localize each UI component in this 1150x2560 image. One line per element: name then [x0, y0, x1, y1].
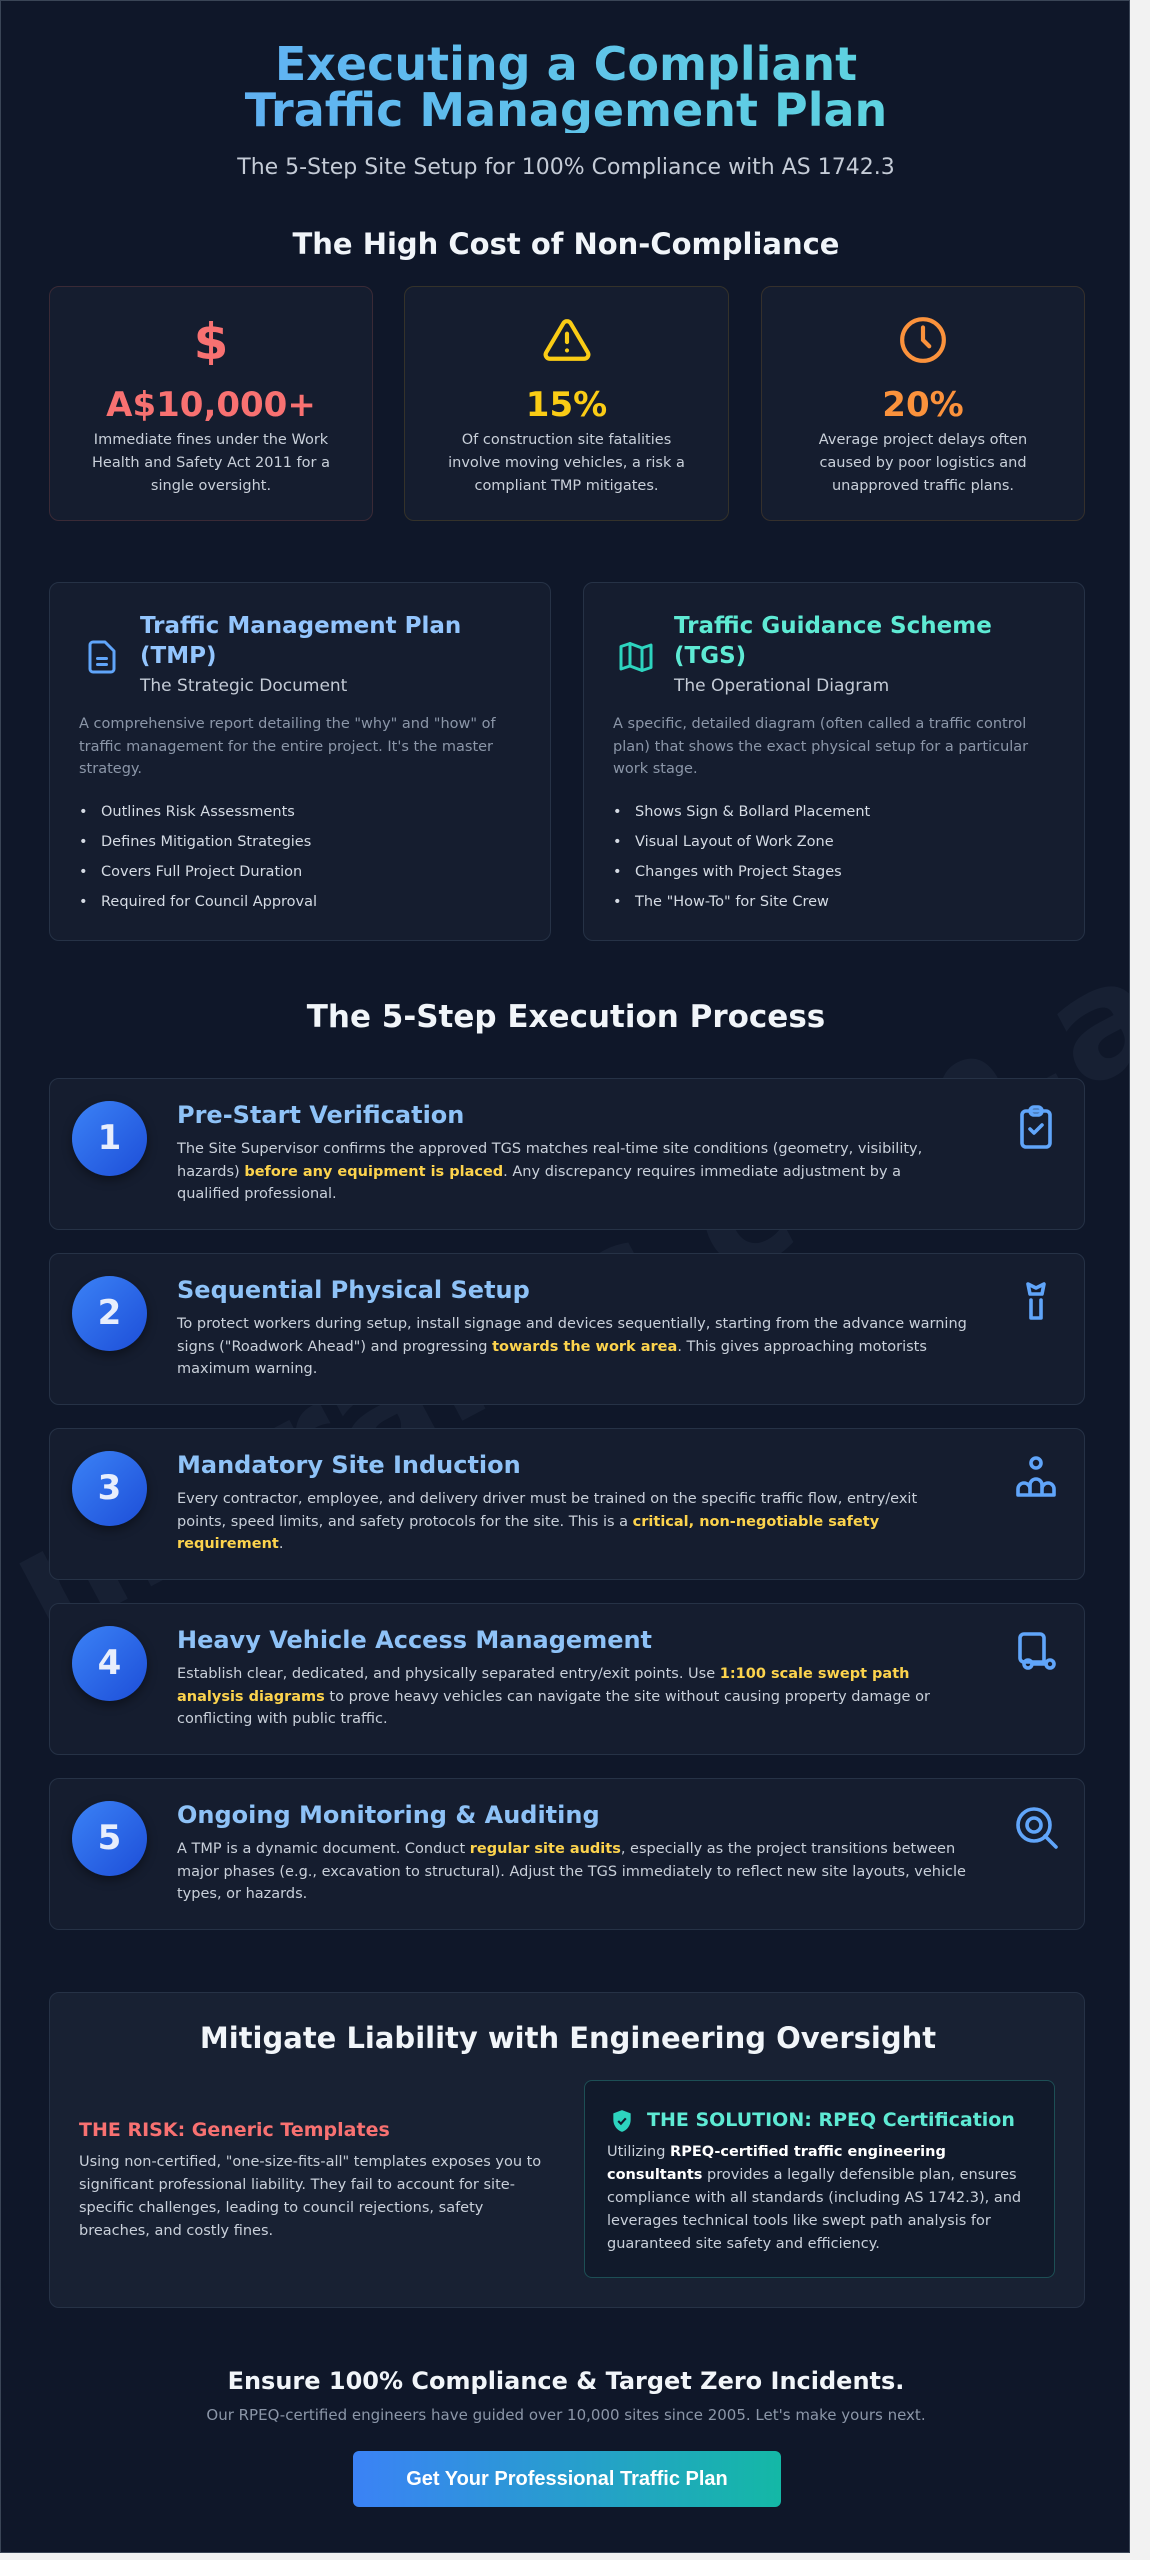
list-item: Shows Sign & Bollard Placement [613, 797, 870, 827]
description-text: . This gives approaching motorists maxim… [177, 1338, 927, 1378]
description-text: The Site Supervisor confirms the approve… [177, 1141, 923, 1180]
description-text: Establish clear, dedicated, and physical… [177, 1666, 720, 1682]
solution-title: THE SOLUTION: RPEQ Certification [647, 2109, 1015, 2131]
step-number-badge: 5 [72, 1801, 147, 1876]
highlight-text: before any equipment is placed [244, 1163, 504, 1180]
step-description: To protect workers during setup, install… [177, 1313, 967, 1381]
list-item: Visual Layout of Work Zone [613, 827, 870, 857]
step-title: Ongoing Monitoring & Auditing [177, 1801, 600, 1829]
step-number-badge: 4 [72, 1626, 147, 1701]
list-item: Required for Council Approval [79, 887, 317, 917]
cta-heading: Ensure 100% Compliance & Target Zero Inc… [227, 2367, 905, 2395]
step-number-badge: 1 [72, 1101, 147, 1176]
solution-text: Utilizing [607, 2144, 671, 2160]
tgs-card: Traffic Guidance Scheme (TGS) The Operat… [583, 582, 1085, 941]
description-text: , especially as the project transitions … [177, 1841, 966, 1902]
stat-desc: Average project delays often caused by p… [818, 432, 1028, 494]
document-icon [88, 640, 116, 674]
tgs-subtitle: The Operational Diagram [674, 676, 890, 696]
solution-box: THE SOLUTION: RPEQ Certification Utilizi… [584, 2080, 1055, 2278]
step-number-badge: 3 [72, 1451, 147, 1526]
step-title: Heavy Vehicle Access Management [177, 1626, 653, 1654]
liability-heading: Mitigate Liability with Engineering Over… [199, 2021, 937, 2055]
stat-card-fines: $ A$10,000+ Immediate fines under the Wo… [49, 286, 373, 521]
description-text: Every contractor, employee, and delivery… [177, 1491, 918, 1530]
dollar-icon: $ [194, 315, 229, 365]
highlight-text: critical, non-negotiable safety requirem… [177, 1513, 880, 1553]
tgs-title: Traffic Guidance Scheme (TGS) [674, 613, 992, 669]
list-item: The "How-To" for Site Crew [613, 887, 870, 917]
description-text: . Any discrepancy requires immediate adj… [177, 1163, 902, 1203]
solution-description: Utilizing RPEQ-certified traffic enginee… [607, 2141, 1037, 2256]
description-text: . [278, 1536, 284, 1552]
stat-value: A$10,000+ [106, 385, 316, 425]
stat-value: 20% [882, 385, 964, 425]
risk-description: Using non-certified, "one-size-fits-all"… [79, 2154, 542, 2239]
tmp-description: A comprehensive report detailing the "wh… [79, 716, 496, 777]
stat-card-delays: 20% Average project delays often caused … [761, 286, 1085, 521]
step-description: The Site Supervisor confirms the approve… [177, 1138, 967, 1206]
tmp-bullets: Outlines Risk Assessments Defines Mitiga… [79, 797, 317, 917]
warning-triangle-icon [543, 319, 590, 361]
tmp-card: Traffic Management Plan (TMP) The Strate… [49, 582, 551, 941]
step-title: Sequential Physical Setup [177, 1276, 530, 1304]
highlight-text: 1:100 scale swept path analysis diagrams [177, 1666, 910, 1705]
list-item: Defines Mitigation Strategies [79, 827, 317, 857]
step-number-badge: 2 [72, 1276, 147, 1351]
list-item: Changes with Project Stages [613, 857, 870, 887]
tgs-bullets: Shows Sign & Bollard Placement Visual La… [613, 797, 870, 917]
infographic-page: mitraffic.com.au Executing a Compliant T… [0, 0, 1130, 2553]
risk-title: THE RISK: Generic Templates [79, 2119, 390, 2141]
page-title: Executing a Compliant Traffic Management… [1, 41, 1129, 133]
clock-icon [900, 317, 946, 363]
map-icon [619, 642, 653, 672]
highlight-text: regular site audits [469, 1841, 621, 1857]
description-text: To protect workers during setup, install… [177, 1316, 967, 1355]
stat-desc: Of construction site fatalities involve … [448, 432, 685, 494]
search-icon [1016, 1807, 1058, 1849]
shield-check-icon [613, 2110, 631, 2132]
get-traffic-plan-button[interactable]: Get Your Professional Traffic Plan [353, 2451, 781, 2507]
list-item: Covers Full Project Duration [79, 857, 317, 887]
svg-text:$: $ [194, 315, 229, 365]
tgs-description: A specific, detailed diagram (often call… [613, 716, 1029, 777]
step-card: 5 Ongoing Monitoring & Auditing A TMP is a… [49, 1778, 1085, 1930]
cost-heading: The High Cost of Non-Compliance [292, 227, 840, 261]
clipboard-check-icon [1020, 1105, 1052, 1149]
description-text: A TMP is a dynamic document. Conduct [177, 1841, 470, 1857]
traffic-cone-icon [1026, 1282, 1046, 1320]
solution-emphasis: RPEQ-certified traffic engineering consu… [607, 2144, 946, 2183]
stat-desc: Immediate fines under the Work Health an… [92, 432, 330, 494]
process-heading: The 5-Step Execution Process [306, 999, 826, 1035]
cta-subtext: Our RPEQ-certified engineers have guided… [206, 2406, 926, 2424]
step-title: Mandatory Site Induction [177, 1451, 521, 1479]
step-description: A TMP is a dynamic document. Conduct reg… [177, 1838, 967, 1906]
liability-section: Mitigate Liability with Engineering Over… [49, 1992, 1085, 2308]
step-description: Establish clear, dedicated, and physical… [177, 1663, 967, 1731]
tmp-title: Traffic Management Plan (TMP) [140, 613, 462, 669]
step-card: 2 Sequential Physical Setup To protect wor… [49, 1253, 1085, 1405]
stat-value: 15% [525, 385, 608, 425]
truck-icon [1018, 1632, 1056, 1670]
solution-text: provides a legally defensible plan, ensu… [607, 2167, 1022, 2252]
step-description: Every contractor, employee, and delivery… [177, 1488, 967, 1556]
page-subtitle: The 5-Step Site Setup for 100% Complianc… [237, 155, 895, 180]
step-title: Pre-Start Verification [177, 1101, 465, 1129]
highlight-text: towards the work area [492, 1338, 678, 1355]
description-text: to prove heavy vehicles can navigate the… [177, 1688, 930, 1728]
people-icon [1016, 1456, 1056, 1497]
tmp-subtitle: The Strategic Document [140, 676, 348, 696]
list-item: Outlines Risk Assessments [79, 797, 317, 827]
stat-card-fatalities: 15% Of construction site fatalities invo… [404, 286, 729, 521]
